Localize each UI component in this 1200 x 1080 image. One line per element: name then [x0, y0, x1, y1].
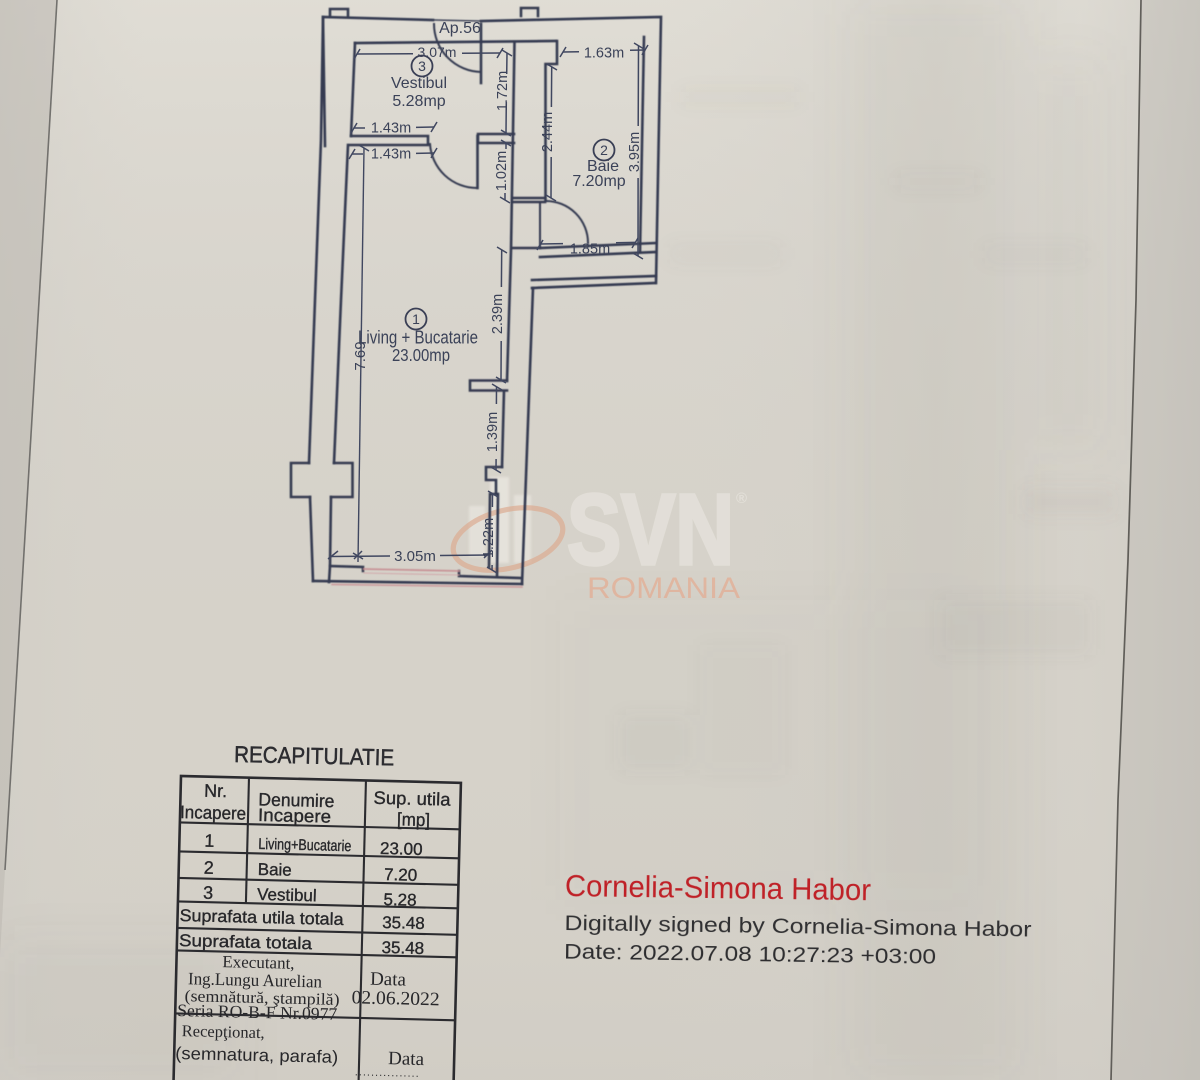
svg-text:1.43m: 1.43m — [371, 121, 411, 137]
svg-text:Cornelia-Simona Habor: Cornelia-Simona Habor — [565, 868, 871, 907]
svg-text:Living+Bucatarie: Living+Bucatarie — [258, 836, 351, 855]
svg-text:Suprafata utila totala: Suprafata utila totala — [179, 906, 344, 929]
svg-text:23.00: 23.00 — [380, 839, 423, 859]
svg-text:Date: 2022.07.08 10:27:23 +03:: Date: 2022.07.08 10:27:23 +03:00 — [564, 939, 936, 968]
svg-text:1.63m: 1.63m — [584, 46, 624, 62]
svg-text:3.95m: 3.95m — [627, 132, 643, 172]
svg-text:Living + Bucatarie: Living + Bucatarie — [358, 328, 478, 348]
svg-text:................: ................ — [355, 1066, 420, 1080]
svg-text:RECAPITULATIE: RECAPITULATIE — [234, 741, 395, 770]
svg-text:Vestibul: Vestibul — [391, 75, 447, 92]
svg-text:7.69: 7.69 — [352, 341, 369, 370]
svg-text:Incapere: Incapere — [180, 802, 246, 824]
svg-text:2: 2 — [600, 142, 608, 158]
svg-text:Nr.: Nr. — [204, 781, 227, 802]
svg-text:Ap.56: Ap.56 — [439, 20, 481, 37]
svg-text:3.05m: 3.05m — [394, 548, 436, 565]
svg-text:1: 1 — [412, 311, 420, 327]
svg-text:2: 2 — [204, 858, 215, 878]
svg-text:Sup. utila: Sup. utila — [373, 788, 451, 810]
svg-text:1.43m: 1.43m — [371, 147, 411, 163]
svg-text:2.39m: 2.39m — [490, 294, 506, 334]
svg-text:Executant,: Executant, — [222, 952, 295, 973]
svg-text:ROMANIA: ROMANIA — [587, 572, 740, 605]
svg-text:1.02m: 1.02m — [494, 151, 510, 191]
svg-text:2.44m: 2.44m — [540, 112, 556, 152]
svg-text:1: 1 — [204, 831, 215, 851]
svg-text:Ing.Lungu Aurelian: Ing.Lungu Aurelian — [188, 968, 323, 991]
svg-text:[mp]: [mp] — [397, 809, 430, 830]
svg-text:Data: Data — [370, 969, 407, 991]
svg-text:Recepţionat,: Recepţionat, — [182, 1021, 265, 1042]
svg-text:(semnatura, parafa): (semnatura, parafa) — [175, 1043, 338, 1067]
svg-text:02.06.2022: 02.06.2022 — [351, 987, 439, 1010]
svg-text:Data: Data — [388, 1048, 425, 1070]
svg-text:35.48: 35.48 — [382, 913, 425, 933]
svg-text:Incapere: Incapere — [258, 805, 331, 827]
svg-text:1.22m: 1.22m — [481, 518, 497, 558]
svg-text:Vestibul: Vestibul — [257, 885, 317, 905]
svg-text:Suprafata totala: Suprafata totala — [179, 931, 313, 953]
svg-text:Denumire: Denumire — [258, 789, 334, 811]
svg-text:1.72m: 1.72m — [495, 71, 511, 111]
svg-text:SVN: SVN — [567, 474, 734, 586]
svg-text:7.20: 7.20 — [384, 865, 418, 885]
svg-text:1.39m: 1.39m — [485, 412, 501, 452]
svg-text:3: 3 — [418, 58, 426, 74]
svg-text:3: 3 — [203, 883, 214, 903]
svg-text:7.20mp: 7.20mp — [572, 173, 625, 190]
svg-text:(semnătură, ştampilă): (semnătură, ştampilă) — [184, 986, 339, 1009]
svg-text:5.28: 5.28 — [383, 890, 417, 910]
svg-text:5.28mp: 5.28mp — [392, 93, 445, 110]
svg-text:Baie: Baie — [258, 860, 292, 880]
svg-text:Baie: Baie — [587, 158, 619, 175]
svg-text:35.48: 35.48 — [381, 938, 424, 958]
svg-text:Seria RO-B-F Nr.0977: Seria RO-B-F Nr.0977 — [177, 1000, 338, 1024]
svg-text:®: ® — [736, 490, 747, 507]
svg-text:23.00mp: 23.00mp — [392, 345, 450, 365]
svg-text:1.85m: 1.85m — [570, 242, 610, 258]
